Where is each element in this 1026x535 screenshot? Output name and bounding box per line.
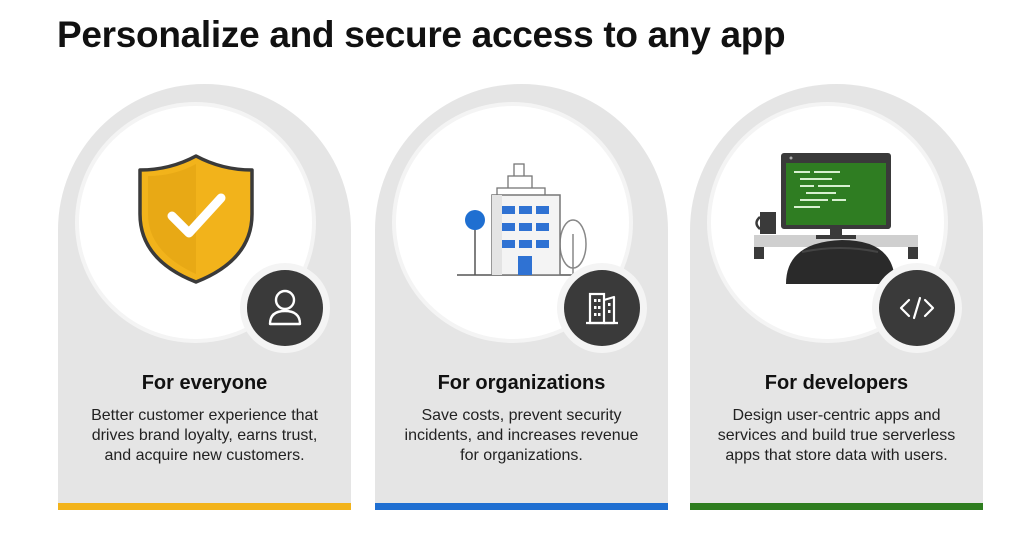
user-icon (268, 289, 302, 326)
card-for-organizations: For organizations Save costs, prevent se… (375, 84, 668, 510)
office-building-icon (457, 163, 587, 276)
card-description: Better customer experience that drives b… (91, 407, 318, 464)
card-description: Save costs, prevent security incidents, … (404, 407, 639, 464)
building-icon (586, 292, 618, 325)
card-for-everyone: For everyone Better customer experience … (58, 84, 351, 510)
card-for-developers: For developers Design user-centric apps … (690, 84, 983, 510)
code-icon (899, 296, 935, 320)
accent-bar (690, 503, 983, 510)
card-title: For developers (764, 372, 909, 394)
card-description: Design user-centric apps and services an… (717, 407, 956, 464)
card-title: For everyone (141, 372, 268, 394)
shield-check-icon (138, 154, 254, 284)
accent-bar (375, 503, 668, 510)
developer-desk-icon (754, 153, 918, 284)
accent-bar (58, 503, 351, 510)
badge (564, 270, 640, 346)
badge (879, 270, 955, 346)
page-title: Personalize and secure access to any app (57, 14, 786, 55)
badge (247, 270, 323, 346)
card-title: For organizations (437, 372, 606, 394)
